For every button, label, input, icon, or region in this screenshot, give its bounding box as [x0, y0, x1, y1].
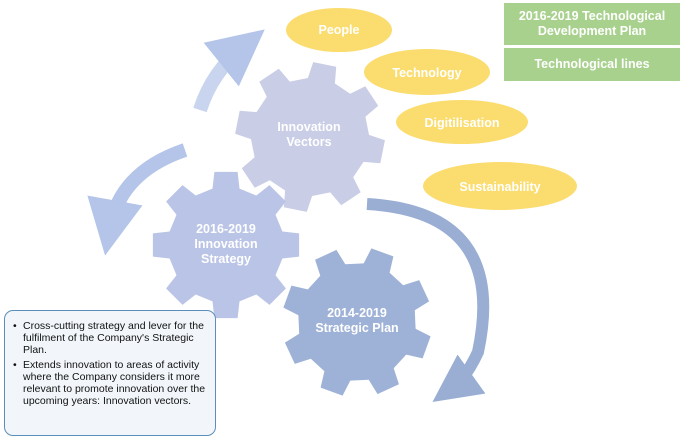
technological-lines-box: Technological lines [504, 48, 680, 81]
strategy-note-item: Cross-cutting strategy and lever for the… [13, 320, 207, 356]
gear-strategic-plan: 2014-2019 Strategic Plan [283, 248, 431, 396]
strategy-notes-box: Cross-cutting strategy and lever for the… [4, 310, 216, 436]
strategy-notes-list: Cross-cutting strategy and lever for the… [13, 320, 207, 407]
vector-technology-label: Technology [392, 66, 461, 80]
gear-vectors-label-line2: Vectors [286, 135, 331, 149]
vector-sustainability-label: Sustainability [459, 180, 540, 194]
gear-innovation-vectors: Innovation Vectors [235, 62, 385, 212]
vector-people-label: People [319, 23, 360, 37]
vector-digitilisation-label: Digitilisation [425, 116, 500, 130]
gear-strategy-label-line1: 2016-2019 [196, 222, 256, 236]
gear-plan-label-line1: 2014-2019 [327, 306, 387, 320]
vector-people: People [286, 8, 392, 52]
strategy-note-item: Extends innovation to areas of activity … [13, 359, 207, 407]
gear-vectors-label-line1: Innovation [277, 120, 340, 134]
gear-innovation-strategy: 2016-2019 Innovation Strategy [152, 171, 300, 319]
vector-digitilisation: Digitilisation [396, 100, 528, 144]
gear-plan-label-line2: Strategic Plan [315, 321, 398, 335]
curved-arrow-right [366, 198, 490, 402]
curved-arrow-top [193, 29, 265, 113]
technological-development-plan-box: 2016-2019 Technological Development Plan [504, 3, 680, 45]
curved-arrow-left [87, 143, 188, 256]
vector-technology: Technology [364, 49, 490, 95]
vector-sustainability: Sustainability [423, 162, 577, 210]
gear-strategy-label-line3: Strategy [201, 252, 251, 266]
gear-strategy-label-line2: Innovation [194, 237, 257, 251]
